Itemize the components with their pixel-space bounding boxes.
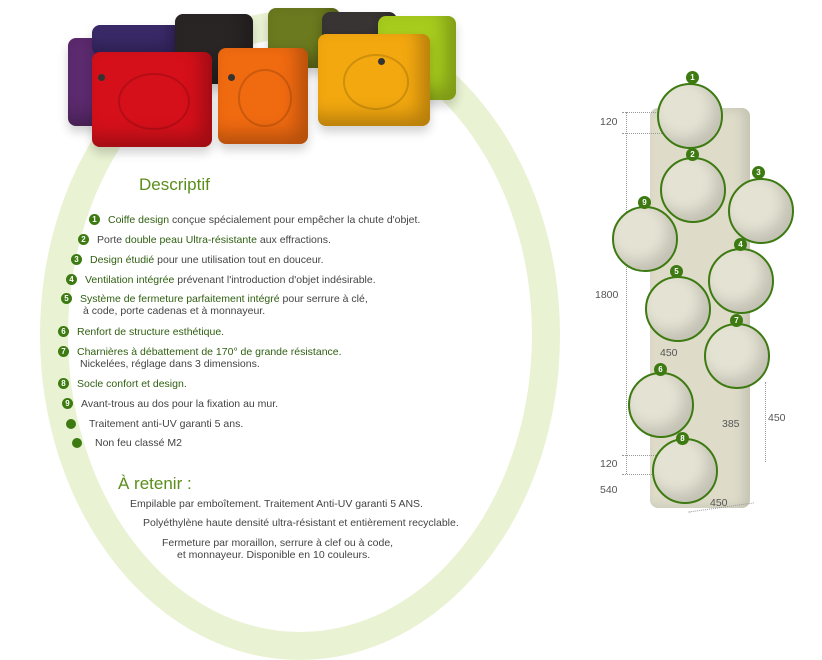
feature-highlight: double peau Ultra-résistante [125, 234, 257, 246]
bullet-dot [66, 419, 76, 430]
feature-text: Avant-trous au dos pour la fixation au m… [81, 398, 279, 410]
number-badge: 2 [78, 234, 89, 245]
zoom-badge: 9 [638, 196, 651, 209]
cube-yellow [318, 34, 430, 126]
feature-highlight: Renfort de structure esthétique. [77, 326, 225, 338]
retenir-line: Empilable par emboîtement. Traitement An… [130, 498, 423, 510]
feature-text: aux effractions. [256, 234, 331, 246]
number-badge: 3 [71, 254, 82, 265]
dim-line [622, 133, 662, 134]
zoom-detail-5 [645, 276, 711, 342]
number-badge: 1 [89, 214, 100, 225]
number-badge: 5 [61, 293, 72, 304]
dim-width: 450 [710, 497, 728, 509]
zoom-badge: 3 [752, 166, 765, 179]
feature-item: 9 Avant-trous au dos pour la fixation au … [62, 398, 278, 410]
dim-top: 120 [600, 116, 618, 128]
retenir-line: et monnayeur. Disponible en 10 couleurs. [177, 549, 371, 561]
dim-line-height [626, 112, 627, 474]
dim-bottom: 120 [600, 458, 618, 470]
cube-indigo [92, 25, 182, 55]
dim-line [622, 474, 662, 475]
dim-right-height: 450 [768, 412, 786, 424]
feature-item: 8 Socle confort et design. [58, 378, 187, 390]
dim-line-right [765, 382, 766, 462]
number-badge: 4 [66, 274, 77, 285]
dim-depth: 540 [600, 484, 618, 496]
feature-item: 3 Design étudié pour une utilisation tout… [71, 254, 324, 266]
feature-item: 1 Coiffe design conçue spécialement pour … [89, 214, 420, 226]
feature-highlight: Socle confort et design. [77, 378, 187, 390]
zoom-badge: 7 [730, 314, 743, 327]
zoom-detail-9 [612, 206, 678, 272]
zoom-detail-3 [728, 178, 794, 244]
feature-item: 6 Renfort de structure esthétique. [58, 326, 224, 338]
dim-door-height: 385 [722, 418, 740, 430]
feature-item: Non feu classé M2 [72, 437, 182, 449]
cube-orange [218, 48, 308, 144]
feature-highlight: Coiffe design [108, 214, 170, 226]
feature-item: 2 Porte double peau Ultra-résistante aux … [78, 234, 331, 246]
cube-red [92, 52, 212, 147]
feature-item: Traitement anti-UV garanti 5 ans. [66, 418, 243, 430]
zoom-badge: 4 [734, 238, 747, 251]
dim-door-depth: 450 [660, 347, 678, 359]
zoom-badge: 8 [676, 432, 689, 445]
retenir-line: Polyéthylène haute densité ultra-résista… [143, 517, 459, 529]
feature-text: conçue spécialement pour empêcher la chu… [169, 214, 421, 226]
feature-item: 5 Système de fermeture parfaitement intég… [61, 293, 368, 317]
feature-text: pour une utilisation tout en douceur. [154, 254, 324, 266]
dim-height: 1800 [595, 289, 619, 301]
feature-text-line2: à code, porte cadenas et à monnayeur. [83, 305, 266, 317]
zoom-badge: 2 [686, 148, 699, 161]
section-title-retenir: À retenir : [118, 474, 192, 493]
zoom-badge: 5 [670, 265, 683, 278]
dim-line [622, 455, 662, 456]
zoom-badge: 6 [654, 363, 667, 376]
zoom-badge: 1 [686, 71, 699, 84]
zoom-detail-2 [660, 157, 726, 223]
feature-highlight: Système de fermeture parfaitement intégr… [80, 293, 280, 305]
zoom-detail-4 [708, 248, 774, 314]
section-title-descriptif: Descriptif [139, 175, 210, 194]
feature-item: 7 Charnières à débattement de 170° de gra… [58, 346, 342, 370]
zoom-detail-6 [628, 372, 694, 438]
feature-text: Non feu classé M2 [95, 437, 182, 449]
retenir-line: Fermeture par moraillon, serrure à clef … [162, 537, 394, 549]
zoom-detail-1 [657, 83, 723, 149]
feature-highlight: Ventilation intégrée [85, 274, 175, 286]
zoom-detail-7 [704, 323, 770, 389]
number-badge: 8 [58, 378, 69, 389]
number-badge: 6 [58, 326, 69, 337]
feature-text: Traitement anti-UV garanti 5 ans. [89, 418, 244, 430]
feature-text: pour serrure à clé, [279, 293, 368, 305]
bullet-dot [72, 438, 82, 449]
number-badge: 7 [58, 346, 69, 357]
feature-text-line2: Nickelées, réglage dans 3 dimensions. [80, 358, 260, 370]
number-badge: 9 [62, 398, 73, 409]
feature-highlight: Design étudié [90, 254, 155, 266]
zoom-detail-8 [652, 438, 718, 504]
feature-text: prévenant l'introduction d'objet indésir… [174, 274, 376, 286]
dim-line [622, 112, 662, 113]
feature-highlight: Charnières à débattement de 170° de gran… [77, 346, 342, 358]
feature-text: Porte [97, 234, 126, 246]
feature-item: 4 Ventilation intégrée prévenant l'introd… [66, 274, 376, 286]
